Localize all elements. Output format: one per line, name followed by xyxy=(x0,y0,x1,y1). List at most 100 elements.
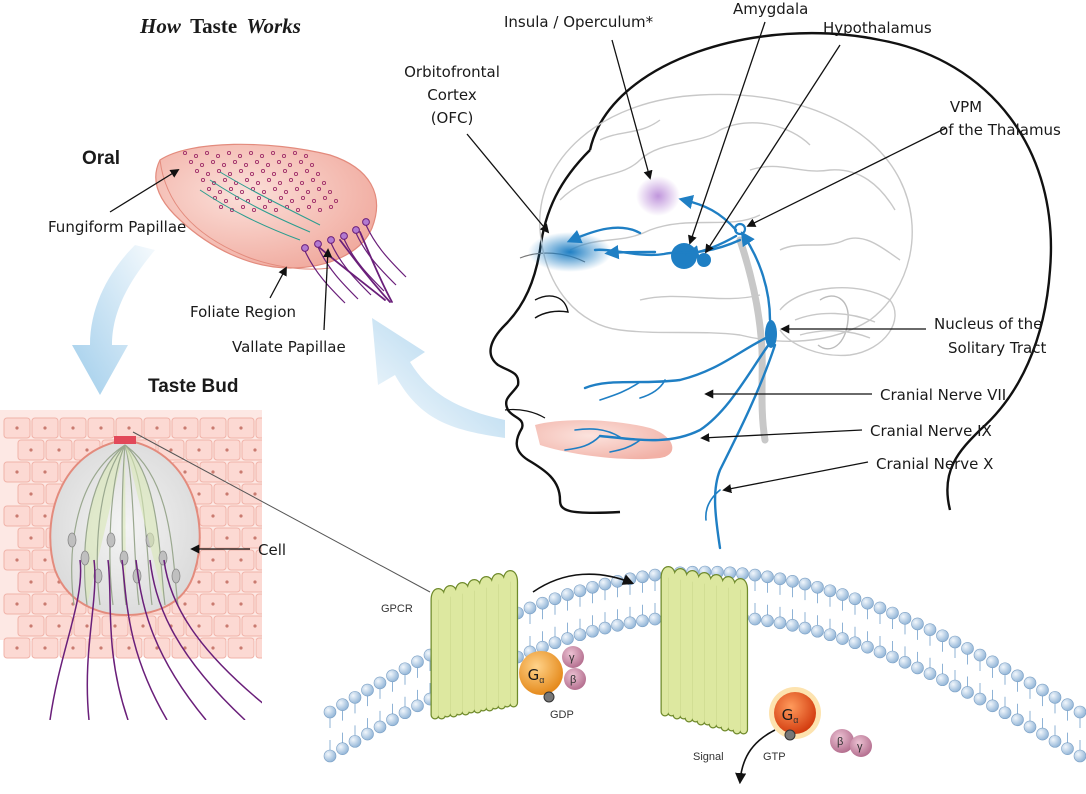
fungiform-papilla xyxy=(221,162,227,168)
cell-nucleus xyxy=(267,426,270,429)
cell-nucleus xyxy=(225,536,229,540)
cell-nucleus xyxy=(267,602,270,605)
receptor-nucleus xyxy=(171,568,181,584)
receptor-nucleus xyxy=(80,550,90,566)
fungiform-papilla xyxy=(261,189,267,195)
g-protein-active: Gα GTP β γ xyxy=(763,687,872,763)
gamma-subunit-active xyxy=(850,735,872,757)
label-foliate-region: Foliate Region xyxy=(190,303,296,321)
fungiform-papilla xyxy=(215,153,221,159)
gamma-label-1: γ xyxy=(569,652,575,664)
taste-receptor-cell xyxy=(96,444,126,606)
lipid-head xyxy=(811,624,824,638)
bud-to-membrane-line xyxy=(132,431,431,593)
cell-nucleus xyxy=(225,492,229,496)
lipid-head xyxy=(323,705,337,719)
cranial-nerves xyxy=(564,334,777,550)
afferent-nerve-fiber xyxy=(121,559,168,720)
cell-nucleus xyxy=(211,646,215,650)
fungiform-papilla xyxy=(283,189,289,195)
afferent-nerve-fiber xyxy=(135,559,207,720)
lipid-head xyxy=(1011,669,1024,683)
lipid-head xyxy=(986,699,999,713)
fungiform-papilla xyxy=(316,186,322,192)
lipid-head xyxy=(573,584,587,598)
fungiform-papilla xyxy=(262,204,268,210)
vallate-papilla xyxy=(340,232,348,240)
receptor-nucleus xyxy=(93,568,103,584)
fungiform-papilla xyxy=(327,189,333,195)
fungiform-papilla xyxy=(281,153,287,159)
afferent-nerve-fiber xyxy=(107,559,129,720)
gdp-label: GDP xyxy=(550,709,574,721)
fungiform-papilla xyxy=(204,150,210,156)
cell-nucleus xyxy=(43,426,47,430)
taste-receptor-cell xyxy=(124,444,140,606)
fungiform-papilla xyxy=(303,153,309,159)
lipid-head xyxy=(586,580,599,594)
lipid-head xyxy=(873,601,887,615)
lipid-head xyxy=(836,632,849,645)
lipid-head xyxy=(398,662,412,676)
cell-nucleus xyxy=(99,646,103,650)
cell-nucleus xyxy=(155,426,159,430)
fungiform-papilla xyxy=(222,177,228,183)
cell-nucleus xyxy=(211,558,215,562)
cell-nucleus xyxy=(253,448,257,452)
gpcr-helix-1 xyxy=(430,570,519,720)
epithelial-cell xyxy=(241,571,262,593)
fungiform-papilla xyxy=(237,153,243,159)
lipid-head xyxy=(1048,691,1062,704)
fungiform-papilla xyxy=(292,150,298,156)
lipid-head xyxy=(611,618,624,632)
fungiform-papilla xyxy=(294,186,300,192)
fungiform-papilla xyxy=(278,195,284,201)
fungiform-papilla xyxy=(321,180,327,186)
lipid-head xyxy=(1023,720,1037,734)
fungiform-papilla xyxy=(254,159,260,165)
lipid-head xyxy=(548,636,562,650)
nts-spot xyxy=(765,320,777,348)
afferent-nerve-fiber xyxy=(86,559,96,720)
cell-nucleus xyxy=(281,492,284,495)
g-alpha-active xyxy=(774,692,816,734)
label-insula: Insula / Operculum* xyxy=(504,13,654,31)
cell-nucleus xyxy=(267,514,270,517)
lipid-head xyxy=(536,596,549,610)
lipid-head xyxy=(936,673,949,687)
beta-label-1: β xyxy=(570,674,576,686)
head-illustration xyxy=(489,32,1053,515)
fungiform-papilla xyxy=(218,204,224,210)
lipid-head xyxy=(411,655,424,669)
fungiform-papilla xyxy=(249,171,255,177)
fungiform-papilla xyxy=(276,159,282,165)
epithelial-cell xyxy=(241,615,262,637)
cell-nucleus xyxy=(183,646,187,650)
label-ofc-3: (OFC) xyxy=(431,109,474,127)
taste-receptor-cell xyxy=(71,444,126,606)
lipid-head xyxy=(1023,676,1037,690)
cell-nucleus xyxy=(15,426,19,430)
cell-nucleus xyxy=(43,514,47,518)
lipid-head xyxy=(523,601,537,615)
lipid-head xyxy=(936,629,949,643)
label-cn9: Cranial Nerve IX xyxy=(870,422,992,440)
lipid-head xyxy=(786,574,799,588)
label-vpm-1: VPM xyxy=(950,98,982,116)
lipid-head xyxy=(898,612,912,625)
fungiform-papilla xyxy=(306,204,312,210)
title-taste: Taste xyxy=(190,14,237,38)
vallate-papilla xyxy=(362,218,370,226)
epithelial-cell xyxy=(255,461,262,483)
cell-nucleus xyxy=(225,624,229,628)
lipid-head xyxy=(411,699,424,713)
vallate-nerve xyxy=(365,224,407,278)
section-taste-bud: Taste Bud xyxy=(148,376,238,397)
fungiform-papilla xyxy=(216,168,222,174)
lipid-head xyxy=(1073,749,1086,763)
lipid-head xyxy=(848,636,862,650)
fungiform-papilla xyxy=(299,180,305,186)
cell-nucleus xyxy=(15,470,19,474)
lipid-head xyxy=(786,618,799,632)
